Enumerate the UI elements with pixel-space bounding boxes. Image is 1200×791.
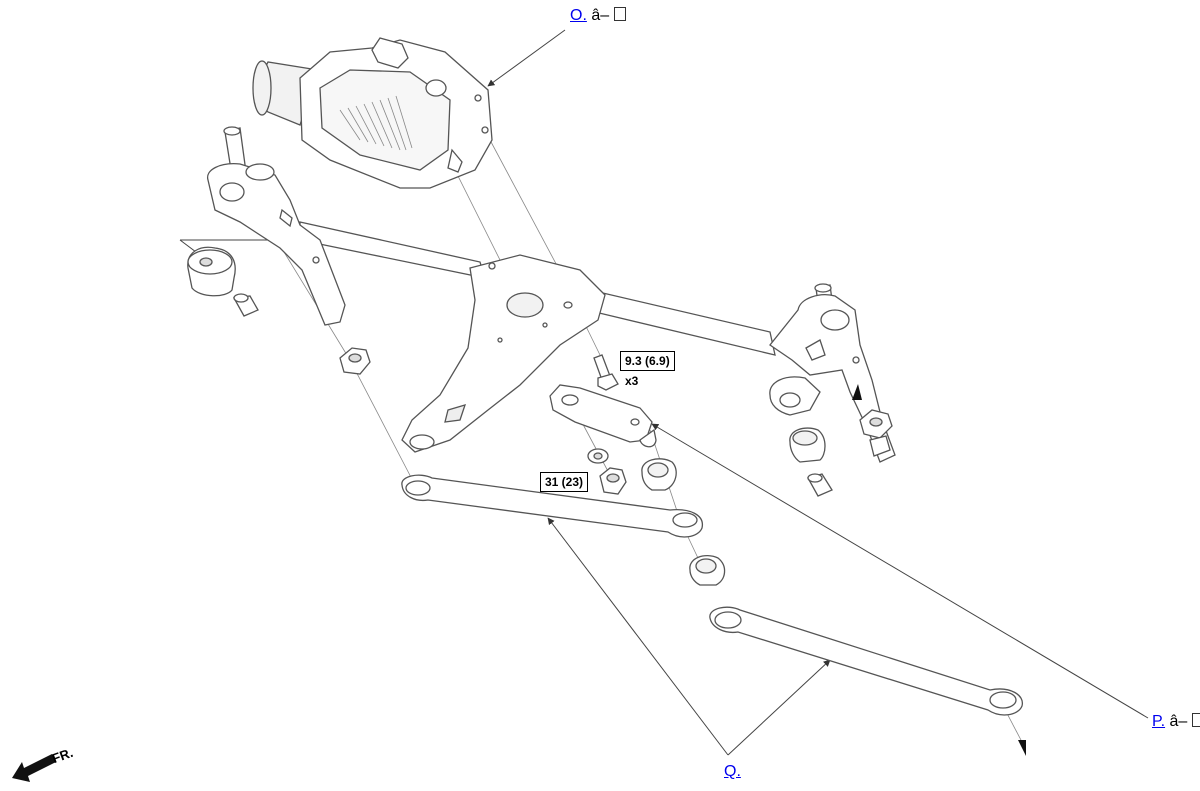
right-grommet bbox=[789, 427, 826, 463]
wiper-motor bbox=[252, 37, 493, 189]
bracket-bolt bbox=[593, 354, 619, 391]
upper-connecting-rod bbox=[401, 474, 703, 538]
left-pivot bbox=[207, 126, 346, 326]
callout-p-link[interactable]: P. bbox=[1152, 713, 1166, 730]
right-bushing bbox=[807, 473, 833, 497]
lower-bushing bbox=[689, 555, 726, 586]
boxed-glyph-icon bbox=[1191, 713, 1200, 727]
link-washer bbox=[587, 448, 609, 464]
callout-o: O. â– bbox=[570, 7, 626, 25]
callout-o-suffix: â– bbox=[591, 7, 610, 24]
callout-p-suffix: â– bbox=[1169, 713, 1188, 730]
right-pivot-nut bbox=[859, 409, 893, 457]
torque-bracket-bolt-qty: x3 bbox=[625, 374, 639, 388]
left-grommet bbox=[187, 246, 236, 297]
lower-connecting-rod bbox=[709, 606, 1023, 716]
callout-q-link[interactable]: Q. bbox=[724, 763, 741, 780]
left-bushing bbox=[232, 293, 259, 317]
link-nut bbox=[599, 467, 627, 495]
orientation-arrows bbox=[852, 384, 1026, 756]
callout-p: P. â– bbox=[1152, 713, 1200, 731]
boxed-glyph-icon bbox=[613, 7, 626, 21]
torque-bracket-bolt: 9.3 (6.9) bbox=[620, 351, 675, 371]
center-bracket bbox=[401, 254, 606, 453]
torque-link-nut: 31 (23) bbox=[540, 472, 589, 492]
callout-q: Q. bbox=[724, 763, 741, 781]
callout-o-link[interactable]: O. bbox=[570, 7, 587, 24]
ball-joint-bushing bbox=[641, 458, 677, 491]
leader-lines bbox=[179, 29, 1149, 756]
left-pivot-nut bbox=[339, 347, 371, 375]
crank-arm bbox=[549, 384, 657, 448]
arrow-down-left-icon bbox=[12, 754, 56, 782]
